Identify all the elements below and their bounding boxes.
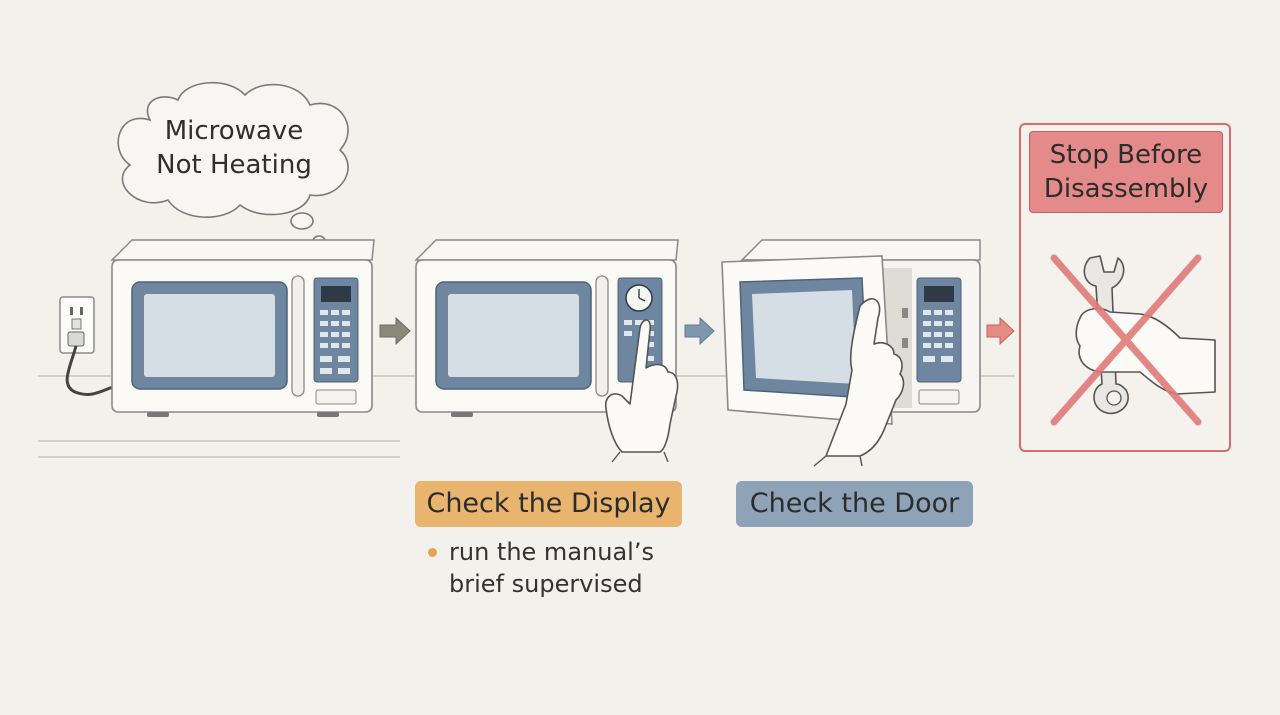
microwave-icon — [110, 239, 375, 417]
note-line-2: brief supervised — [449, 570, 643, 598]
pointing-hand-icon — [604, 319, 679, 453]
thought-line-1: Microwave — [164, 116, 304, 146]
gripping-hand-icon — [1075, 307, 1216, 395]
check-display-badge: Check the Display — [415, 481, 682, 527]
hand-opening-door-icon — [825, 298, 905, 457]
display-note: run the manual’s brief supervised — [428, 536, 654, 600]
bullet-dot-icon — [428, 548, 437, 557]
note-line-1: run the manual’s — [449, 538, 654, 566]
clock-icon — [625, 284, 653, 312]
arrow-right-icon — [684, 316, 715, 346]
thought-bubble-text: Microwave Not Heating — [130, 114, 338, 182]
wall-outlet-icon — [59, 296, 116, 396]
stop-before-disassembly-label: Stop Before Disassembly — [1029, 131, 1223, 213]
stop-line-1: Stop Before — [1049, 140, 1203, 170]
arrow-right-icon — [986, 316, 1015, 346]
thought-line-2: Not Heating — [156, 150, 312, 180]
arrow-right-icon — [379, 316, 411, 346]
microwave-icon — [414, 239, 679, 417]
check-door-badge: Check the Door — [736, 481, 973, 527]
stop-line-2: Disassembly — [1043, 174, 1209, 204]
prohibition-cross-icon — [1050, 254, 1202, 426]
